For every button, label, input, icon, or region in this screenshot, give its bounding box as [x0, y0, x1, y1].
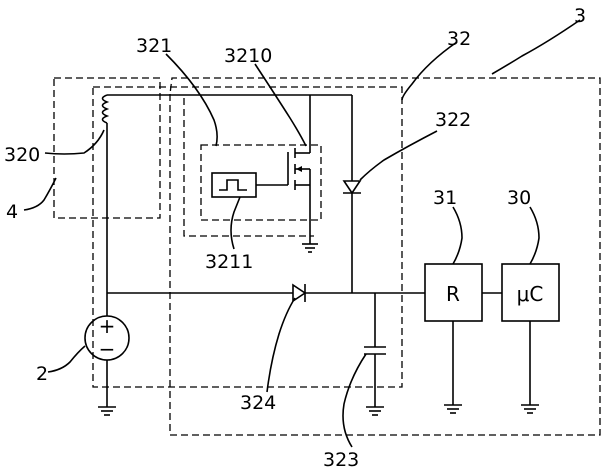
- pulse-generator-3211: [211, 172, 257, 198]
- label-31: 31: [433, 187, 457, 209]
- ground-symbol-microcontroller: [521, 404, 539, 414]
- ground-symbol-switch: [302, 243, 318, 253]
- leader-4: [23, 177, 57, 211]
- leader-3210: [254, 63, 307, 147]
- label-30: 30: [507, 187, 531, 209]
- inner-dashed-path: [183, 98, 314, 237]
- pulse-waveform-icon: [219, 179, 247, 191]
- leader-32: [401, 41, 458, 101]
- label-3210: 3210: [224, 45, 272, 67]
- label-320: 320: [4, 144, 40, 166]
- mosfet-3210: [287, 148, 311, 190]
- regulator-text: R: [446, 282, 460, 306]
- label-3: 3: [574, 5, 586, 27]
- leader-324: [266, 297, 296, 393]
- leader-323: [342, 353, 367, 448]
- source-minus-sign: −: [99, 337, 116, 361]
- leader-30: [529, 206, 540, 265]
- label-2: 2: [36, 363, 48, 385]
- leader-31: [452, 206, 463, 265]
- leader-322: [359, 130, 438, 181]
- coil-320: [101, 94, 110, 124]
- ground-symbol-source: [98, 406, 116, 416]
- leader-320: [44, 129, 105, 155]
- microcontroller-text: μC: [517, 282, 544, 306]
- label-4: 4: [6, 201, 18, 223]
- diode-322: [342, 180, 362, 195]
- label-32: 32: [447, 28, 471, 50]
- leader-3: [491, 19, 581, 75]
- leader-3211: [230, 196, 241, 250]
- device-3-boundary: [169, 77, 601, 436]
- label-3211: 3211: [205, 251, 253, 273]
- source-plus-sign: +: [99, 314, 116, 338]
- switch-321-boundary: [200, 144, 322, 221]
- leader-321: [165, 53, 218, 147]
- label-322: 322: [435, 109, 471, 131]
- label-323: 323: [323, 449, 359, 471]
- label-321: 321: [136, 35, 172, 57]
- label-324: 324: [240, 392, 276, 414]
- capacitor-323: [364, 346, 386, 355]
- diode-324: [292, 283, 307, 303]
- ground-symbol-capacitor: [366, 406, 384, 416]
- leader-2: [47, 345, 86, 373]
- circuit-32-boundary: [92, 86, 403, 388]
- ground-symbol-regulator: [444, 404, 462, 414]
